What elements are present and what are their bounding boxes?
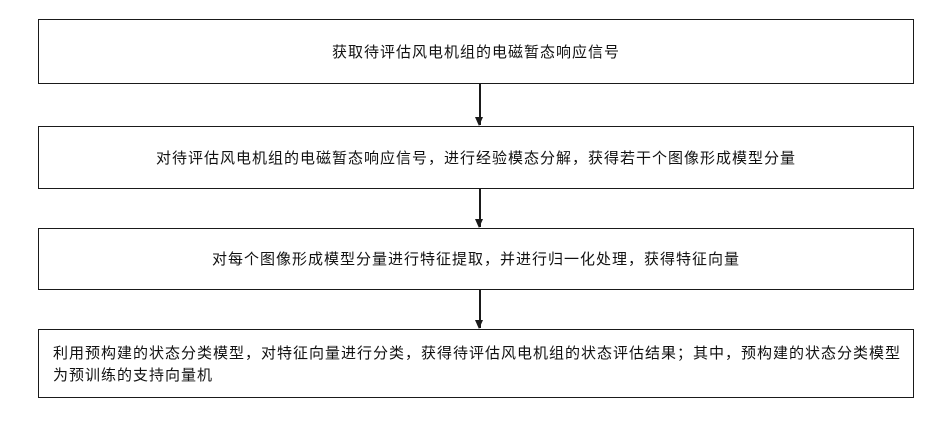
step-4-text: 利用预构建的状态分类模型，对特征向量进行分类，获得待评估风电机组的状态评估结果；…: [53, 342, 903, 386]
step-box-1: 获取待评估风电机组的电磁暂态响应信号: [38, 19, 914, 84]
step-3-text: 对每个图像形成模型分量进行特征提取，并进行归一化处理，获得特征向量: [212, 248, 740, 270]
arrow-down-1: [479, 84, 481, 125]
step-2-text: 对待评估风电机组的电磁暂态响应信号，进行经验模态分解，获得若干个图像形成模型分量: [156, 147, 796, 169]
step-1-text: 获取待评估风电机组的电磁暂态响应信号: [332, 41, 620, 63]
arrow-down-2: [479, 189, 481, 227]
arrow-down-3: [479, 290, 481, 328]
step-box-2: 对待评估风电机组的电磁暂态响应信号，进行经验模态分解，获得若干个图像形成模型分量: [38, 126, 914, 189]
step-box-4: 利用预构建的状态分类模型，对特征向量进行分类，获得待评估风电机组的状态评估结果；…: [38, 329, 914, 398]
step-box-3: 对每个图像形成模型分量进行特征提取，并进行归一化处理，获得特征向量: [38, 228, 914, 290]
